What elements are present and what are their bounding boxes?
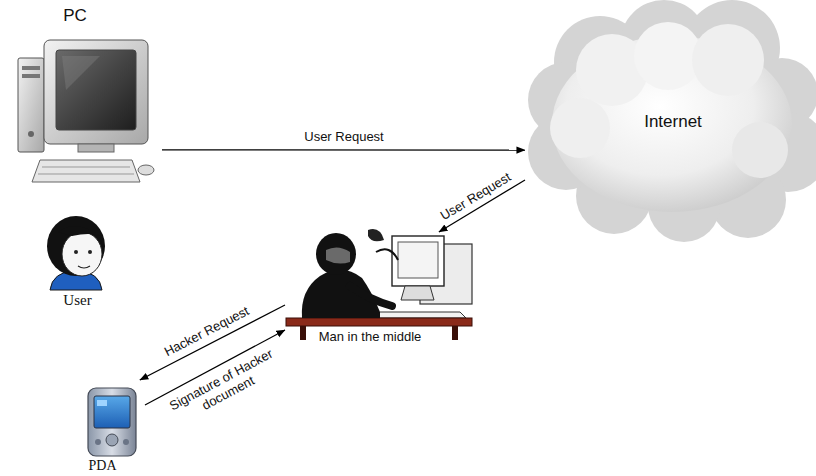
internet-cloud	[528, 0, 816, 242]
user-icon-part	[78, 266, 90, 268]
internet-node: Internet	[525, 2, 815, 237]
user-icon-part	[58, 226, 100, 236]
edge-label: Signature of Hacker document	[161, 343, 290, 431]
node-title: Man in the middle	[310, 330, 430, 345]
pda-device-part	[88, 388, 136, 456]
pc-icon-part	[28, 131, 34, 137]
user-icon-part	[47, 216, 105, 276]
hacker-illustration-part	[392, 236, 444, 286]
hacker-illustration-part	[376, 249, 398, 260]
pda-device-part	[94, 396, 130, 428]
user-icon-part	[88, 250, 92, 254]
user-icon	[47, 216, 105, 290]
node-title: Internet	[623, 112, 723, 132]
user-icon-part	[74, 250, 78, 254]
attacker-node: Man in the middle	[285, 232, 475, 347]
pc-icon-part	[56, 50, 136, 130]
pda-node: PDA	[80, 380, 145, 476]
hacker-illustration-part	[368, 229, 384, 241]
pda-device	[88, 388, 136, 456]
edge-label: User Request	[421, 159, 531, 234]
node-title: User	[40, 292, 115, 309]
pc-icon-part	[62, 56, 100, 90]
pc-node: PC	[12, 6, 162, 191]
pc-icon-part	[44, 40, 148, 144]
pda-device-part	[123, 439, 129, 445]
internet-cloud-part	[550, 98, 610, 158]
hacker-illustration-part	[374, 312, 466, 318]
pc-icon-part	[138, 165, 154, 175]
pc-icon-part	[32, 160, 140, 182]
internet-cloud-part	[634, 22, 702, 90]
hacker-illustration-part	[398, 242, 438, 278]
pc-icon-part	[22, 74, 40, 78]
hacker-illustration-part	[326, 247, 350, 263]
pc-icon-part	[42, 167, 130, 168]
node-title: PDA	[80, 458, 125, 474]
pc-icon	[18, 40, 154, 182]
pda-device-part	[106, 434, 118, 446]
internet-cloud-part	[692, 24, 764, 96]
pc-icon-part	[78, 144, 114, 152]
pc-icon-part	[22, 66, 40, 70]
hacker-illustration-part	[401, 286, 434, 300]
node-title: PC	[40, 6, 110, 26]
pc-icon-part	[38, 174, 134, 175]
connector-arrow	[162, 149, 525, 150]
hacker-illustration-part	[286, 318, 472, 326]
hacker-illustration-part	[316, 233, 356, 275]
hacker-illustration-part	[300, 326, 306, 340]
pc-icon-part	[18, 58, 44, 152]
user-node: User	[40, 212, 115, 307]
pda-device-part	[95, 439, 101, 445]
hacker-illustration	[286, 229, 472, 340]
hacker-illustration-part	[452, 326, 458, 340]
internet-cloud-part	[732, 122, 788, 178]
edge-label: User Request	[273, 129, 413, 144]
pda-device-part	[97, 400, 107, 406]
user-icon-part	[62, 232, 102, 276]
hacker-illustration-part	[350, 286, 392, 306]
